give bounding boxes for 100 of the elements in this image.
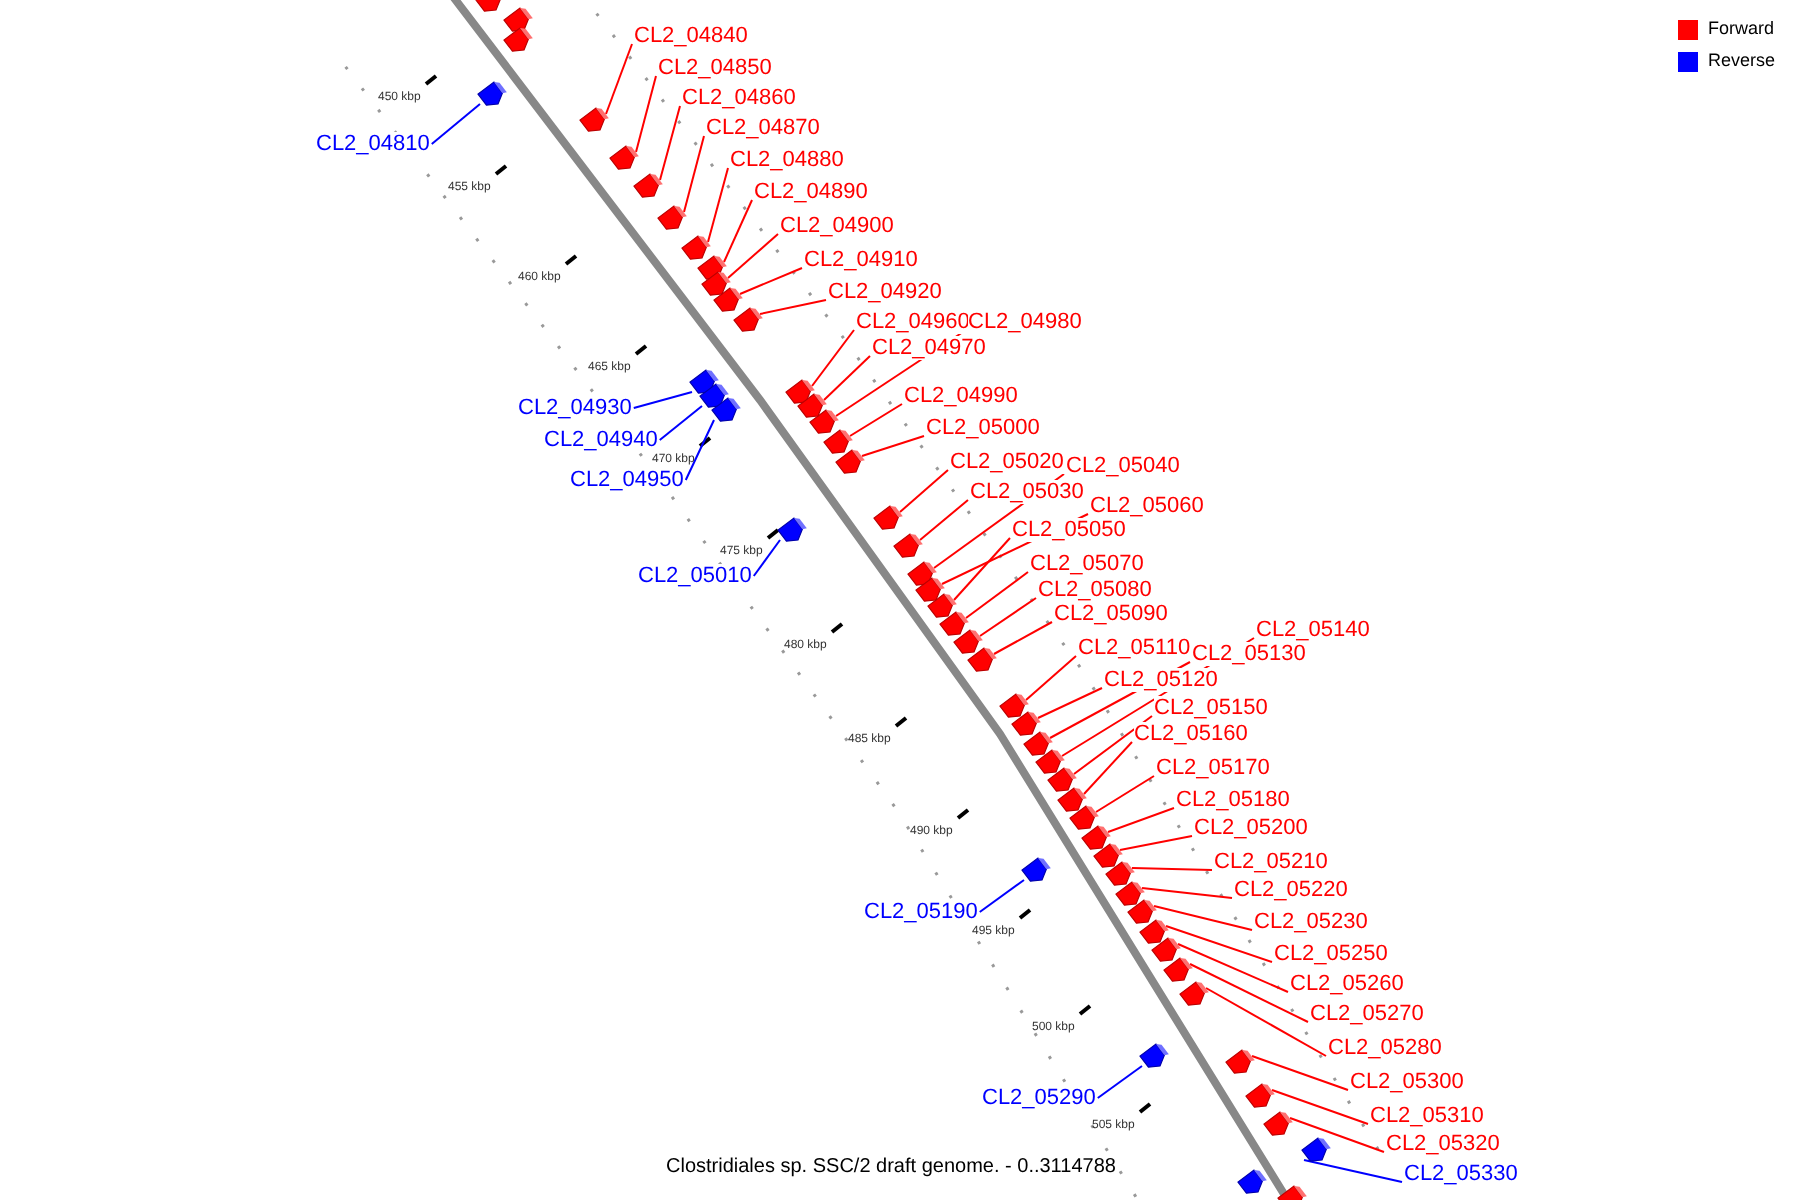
leader-line [811,329,855,387]
gene-label: CL2_05060 [1090,494,1204,518]
gene-label: CL2_05320 [1386,1132,1500,1156]
gene-label: CL2_05120 [1104,668,1218,692]
gene-label: CL2_05030 [970,480,1084,504]
gene-label: CL2_04990 [904,384,1018,408]
gene-label: CL2_05260 [1290,972,1404,996]
gene-label: CL2_04850 [658,56,772,80]
gene-label: CL2_05010 [638,564,752,588]
leader-line [1165,925,1273,963]
leader-line [823,355,871,401]
gene-label: CL2_05130 [1192,642,1306,666]
leader-line [861,435,925,457]
gene-label: CL2_04960 [856,310,970,334]
gene-label: CL2_05150 [1154,696,1268,720]
gene-block [1105,861,1135,886]
legend-label: Forward [1708,18,1775,40]
leader-line [605,43,633,115]
gene-block [1069,805,1099,830]
leader-line [1131,867,1213,871]
gene-label: CL2_05110 [1078,636,1191,660]
gene-label: CL2_05250 [1274,942,1388,966]
gene-label: CL2_05080 [1038,578,1152,602]
leader-line [1303,1159,1403,1183]
leader-line [707,167,729,243]
gene-block [711,397,741,422]
leader-line [965,571,1029,619]
leader-line [430,103,481,145]
gene-block [475,0,502,12]
gene-label: CL2_04910 [804,248,918,272]
leader-line [1083,741,1133,795]
gene-label: CL2_05160 [1134,722,1248,746]
gene-block [927,593,957,618]
gene-label: CL2_05190 [864,900,978,924]
gene-label: CL2_05300 [1350,1070,1464,1094]
gene-label: CL2_05220 [1234,878,1348,902]
leader-line [659,105,681,181]
gene-label: CL2_05280 [1328,1036,1442,1060]
gene-label: CL2_05050 [1012,518,1126,542]
gene-label: CL2_05230 [1254,910,1368,934]
leader-line [723,199,753,263]
gene-block [689,369,719,394]
leader-line [1119,835,1193,851]
gene-block [1127,899,1157,924]
gene-block [1263,1111,1293,1136]
leader-line [978,879,1025,913]
gene-block [809,409,839,434]
gene-block [1301,1137,1331,1162]
gene-block [1139,1043,1169,1068]
gene-block [1023,731,1053,756]
leader-line [635,75,657,153]
gene-label: CL2_04920 [828,280,942,304]
leader-line [1073,715,1153,775]
gene-block [1245,1083,1275,1108]
gene-block [777,517,807,542]
leader-line [1141,887,1233,899]
gene-block [503,27,533,52]
gene-label: CL2_04840 [634,24,748,48]
leader-line [849,403,903,437]
gene-label: CL2_05170 [1156,756,1270,780]
gene-label: CL2_05180 [1176,788,1290,812]
gene-label: CL2_05040 [1066,454,1180,478]
leader-line [1251,1055,1349,1091]
gene-block [1225,1049,1255,1074]
gene-block [1081,825,1111,850]
gene-block [733,307,763,332]
gene-block [1277,1185,1307,1200]
gene-label: CL2_04810 [316,132,430,156]
gene-block [657,205,687,230]
gene-label: CL2_04930 [518,396,632,420]
gene-block [1163,957,1193,982]
leader-line [1271,1089,1369,1125]
caption: Clostridiales sp. SSC/2 draft genome. - 0..3114788 [666,1156,1116,1180]
leader-line [1289,1117,1385,1153]
leader-line [979,597,1037,637]
gene-block [713,287,743,312]
gene-label: CL2_04880 [730,148,844,172]
leader-line [683,135,705,213]
gene-label: CL2_05270 [1310,1002,1424,1026]
gene-block [797,393,827,418]
leader-line [1096,1065,1143,1099]
gene-label: CL2_05310 [1370,1104,1484,1128]
gene-block [1057,787,1087,812]
gene-block [1047,767,1077,792]
gene-label: CL2_05020 [950,450,1064,474]
gene-block [939,611,969,636]
gene-block [681,235,711,260]
gene-label: CL2_04890 [754,180,868,204]
leader-line [1095,775,1155,813]
gene-block [633,173,663,198]
leader-line [919,499,969,541]
leader-line [658,405,703,441]
gene-label: CL2_04870 [706,116,820,140]
gene-block [1139,919,1169,944]
gene-label: CL2_05330 [1404,1162,1518,1186]
gene-label: CL2_04900 [780,214,894,238]
gene-block [503,7,533,32]
leader-line [752,539,781,577]
gene-block [835,449,865,474]
leader-line [759,299,827,315]
